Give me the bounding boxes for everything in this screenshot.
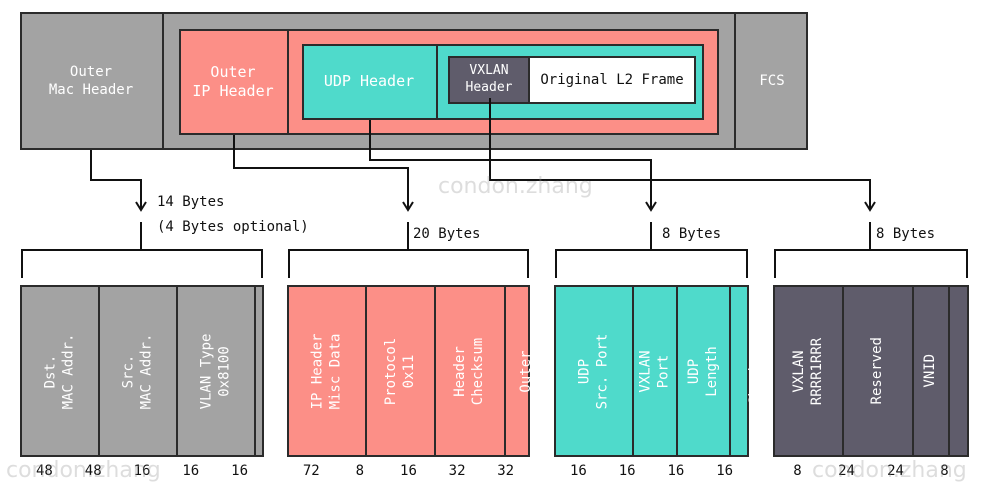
vxlan-field-bits: 24 <box>838 463 855 479</box>
mac-field-bits: 48 <box>84 463 102 479</box>
ip-field-1: Protocol 0x11 <box>367 287 437 455</box>
udp-field-bits: 16 <box>569 463 587 479</box>
mac-field-label: VLAN Type 0x8100 <box>198 333 232 409</box>
udp-field-label: UDP Length <box>685 345 720 397</box>
udp-arrow <box>369 120 657 212</box>
original-l2-frame-box: Original L2 Frame <box>528 56 696 104</box>
mac-field-bits: 16 <box>133 463 151 479</box>
vxlan-size-label: 8 Bytes <box>876 226 936 242</box>
mac-field-0: Dst. MAC Addr. <box>22 287 100 455</box>
fcs-box: FCS <box>734 12 808 150</box>
udp-field-bits: 16 <box>716 463 734 479</box>
outer-mac-header-box: Outer Mac Header <box>20 12 164 150</box>
mac-bracket <box>21 222 263 278</box>
udp-header-label: UDP Header <box>323 72 415 91</box>
mac-field-label: Src. MAC Addr. <box>120 333 154 409</box>
vxlan-bracket <box>774 222 968 278</box>
ip-field-label: IP Header Misc Data <box>309 333 343 409</box>
mac-field-2: VLAN Type 0x8100 <box>178 287 256 455</box>
udp-size-label: 8 Bytes <box>662 226 722 242</box>
mac-field-bits: 48 <box>35 463 53 479</box>
vxlan-field-label: Reserved <box>974 337 988 405</box>
mac-arrow <box>90 150 147 212</box>
ip-field-label: Outer Src. IP <box>517 341 552 401</box>
vxlan-field-3: Reserved <box>950 287 988 455</box>
vxlan-header-box: VXLAN Header <box>448 56 530 104</box>
vxlan-field-0: VXLAN RRRR1RRR <box>775 287 845 455</box>
udp-field-bits: 16 <box>667 463 685 479</box>
vxlan-field-label: Reserved <box>869 337 886 405</box>
original-l2-frame-label: Original L2 Frame <box>540 71 684 88</box>
udp-field-label: VXLAN Port <box>637 349 671 393</box>
ip-field-bits: 16 <box>400 463 417 479</box>
vxlan-field-2: VNID <box>914 287 950 455</box>
ip-field-label: Header Checksum <box>452 337 487 405</box>
outer-mac-header-label: Outer Mac Header <box>48 63 134 98</box>
ip-field-2: Header Checksum <box>436 287 506 455</box>
mac-field-bits: 16 <box>182 463 200 479</box>
udp-field-bits: 16 <box>618 463 636 479</box>
ip-field-label: Protocol 0x11 <box>383 337 417 405</box>
ip-field-bits: 8 <box>355 463 365 479</box>
vxlan-header-label: VXLAN Header <box>465 63 513 95</box>
udp-header-box: UDP Header <box>302 44 438 120</box>
vxlan-field-1: Reserved <box>844 287 914 455</box>
ip-field-bits: 32 <box>448 463 466 479</box>
mac-optional-label: (4 Bytes optional) <box>157 219 309 235</box>
vxlan-field-bits: 24 <box>887 463 904 479</box>
ip-arrow <box>233 135 414 212</box>
udp-bracket <box>555 222 748 278</box>
udp-field-2: UDP Length <box>678 287 731 455</box>
udp-field-label: UDP Src. Port <box>576 333 610 409</box>
watermark-bottom-left: condon.zhang <box>6 458 161 483</box>
vxlan-field-label: VNID <box>921 354 938 388</box>
ip-field-bits: 72 <box>302 463 320 479</box>
mac-fields-row: Dst. MAC Addr. Src. MAC Addr. VLAN Type 0x… <box>20 285 375 457</box>
ip-fields-group: IP Header Misc Data Protocol 0x11 Header C… <box>287 285 612 479</box>
mac-size-label: 14 Bytes <box>157 194 225 210</box>
vxlan-arrow <box>489 98 876 212</box>
mac-field-1: Src. MAC Addr. <box>100 287 178 455</box>
ip-bracket <box>288 222 529 278</box>
mac-field-bits: 16 <box>231 463 249 479</box>
outer-ip-header-box: Outer IP Header <box>179 29 289 135</box>
ip-size-label: 20 Bytes <box>413 226 481 242</box>
ip-field-bits: 32 <box>497 463 515 479</box>
watermark-center: condon.zhang <box>438 174 593 199</box>
udp-field-1: VXLAN Port <box>634 287 679 455</box>
vxlan-field-label: VXLAN RRRR1RRR <box>791 337 825 405</box>
vxlan-field-bits: 8 <box>940 463 949 479</box>
vxlan-fields-row: VXLAN RRRR1RRR Reserved VNID Reserved <box>773 285 988 457</box>
ip-field-0: IP Header Misc Data <box>289 287 367 455</box>
udp-field-0: UDP Src. Port <box>556 287 634 455</box>
vxlan-fields-group: VXLAN RRRR1RRR Reserved VNID Reserved 8 24 24 8 <box>773 285 988 479</box>
mac-fields-group: Dst. MAC Addr. Src. MAC Addr. VLAN Type 0x… <box>20 285 375 479</box>
vxlan-field-bits: 8 <box>793 463 802 479</box>
outer-ip-header-label: Outer IP Header <box>192 62 274 101</box>
ip-fields-row: IP Header Misc Data Protocol 0x11 Header C… <box>287 285 612 457</box>
mac-field-label: Dst. MAC Addr. <box>42 333 76 409</box>
fcs-label: FCS <box>759 72 785 89</box>
watermark-bottom-right: condon.zhang <box>812 458 967 483</box>
